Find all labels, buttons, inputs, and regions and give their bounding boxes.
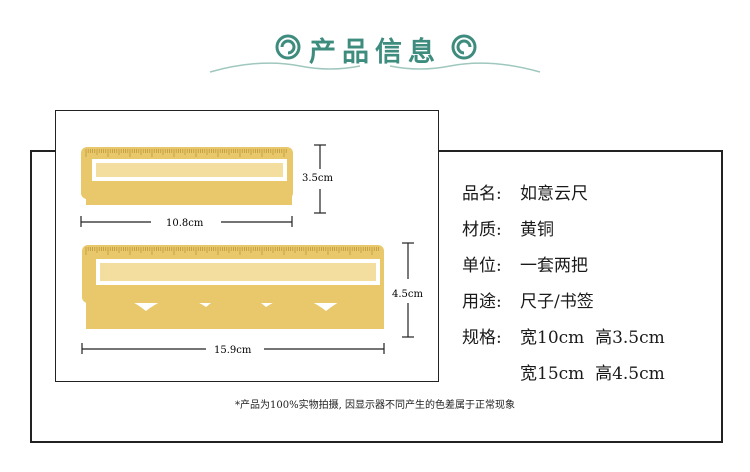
page-title: 产品信息 — [309, 37, 441, 68]
small-width-dimension — [80, 216, 293, 227]
large-height-dimension — [402, 242, 414, 338]
small-height-label: 3.5cm — [302, 173, 334, 184]
spec-value: 如意云尺 — [520, 184, 588, 204]
spec-size-continuation: 宽15cm 高4.5cm — [520, 364, 665, 384]
product-illustration: 3.5cm 10.8cm 4.5cm 15.9 — [80, 144, 424, 356]
header: 产品信息 — [0, 0, 750, 90]
spec-label: 规格: — [462, 328, 502, 348]
wave-line-right — [389, 62, 541, 73]
spec-value: 宽10cm 高3.5cm — [520, 328, 665, 348]
small-width-label: 10.8cm — [166, 218, 204, 229]
spec-unit-row: 单位: 一套两把 — [462, 248, 665, 284]
large-width-label: 15.9cm — [214, 345, 252, 356]
small-height-dimension — [314, 144, 326, 214]
cloud-swirl-right-icon — [451, 34, 477, 60]
spec-value: 尺子/书签 — [520, 292, 594, 312]
large-ruler-image — [82, 245, 384, 329]
wave-line-left — [209, 62, 361, 73]
disclaimer-text: *产品为100%实物拍摄, 因显示器不同产生的色差属于正常现象 — [235, 400, 515, 411]
spec-label: 品名: — [462, 184, 502, 204]
spec-list: 品名: 如意云尺 材质: 黄铜 单位: 一套两把 用途: 尺子/书签 规格: 宽10cm … — [462, 176, 665, 392]
spec-usage-row: 用途: 尺子/书签 — [462, 284, 665, 320]
small-ruler-image — [81, 147, 293, 205]
large-height-label: 4.5cm — [392, 289, 424, 300]
spec-size-row: 规格: 宽10cm 高3.5cm — [462, 320, 665, 356]
spec-name-row: 品名: 如意云尺 — [462, 176, 665, 212]
spec-label: 材质: — [462, 220, 502, 240]
spec-value: 一套两把 — [520, 256, 588, 276]
cloud-swirl-left-icon — [275, 34, 301, 60]
spec-label: 单位: — [462, 256, 502, 276]
spec-material-row: 材质: 黄铜 — [462, 212, 665, 248]
large-width-dimension — [81, 343, 385, 354]
product-image-panel: 3.5cm 10.8cm 4.5cm 15.9 — [55, 110, 439, 382]
spec-value: 黄铜 — [520, 220, 554, 240]
header-ornament — [209, 34, 541, 73]
spec-label: 用途: — [462, 292, 502, 312]
